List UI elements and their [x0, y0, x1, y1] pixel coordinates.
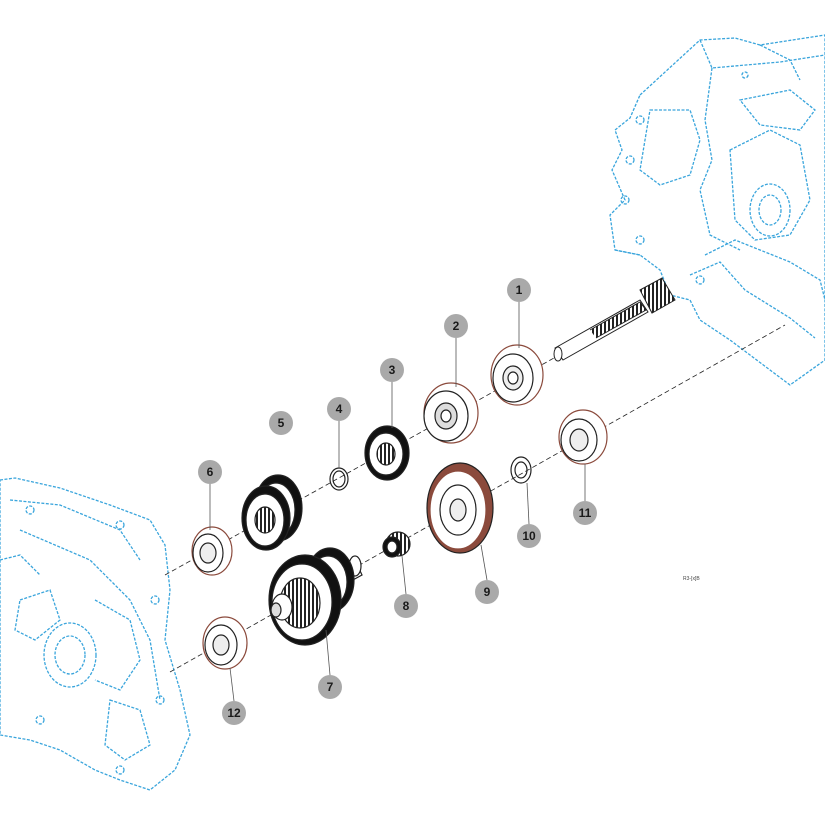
callout-1: 1 — [507, 278, 531, 302]
input-shaft — [553, 277, 676, 362]
callout-7: 7 — [318, 675, 342, 699]
svg-text:1: 1 — [516, 283, 523, 297]
svg-text:7: 7 — [327, 680, 334, 694]
svg-text:11: 11 — [579, 506, 592, 520]
callout-9: 9 — [475, 580, 499, 604]
callout-5: 5 — [269, 411, 293, 435]
part-12-bearing — [202, 616, 248, 670]
part-7-shaft-gear-cluster — [268, 547, 363, 646]
svg-text:4: 4 — [336, 402, 343, 416]
svg-text:9: 9 — [484, 585, 491, 599]
svg-text:8: 8 — [403, 599, 410, 613]
leader-lines — [209, 302, 586, 702]
callout-2: 2 — [444, 314, 468, 338]
part-5-double-gear — [241, 474, 303, 551]
svg-text:12: 12 — [227, 706, 241, 720]
callout-4: 4 — [327, 397, 351, 421]
lower-left-housing — [0, 477, 191, 791]
callout-10: 10 — [517, 524, 541, 548]
callouts: 1 2 3 4 5 6 7 8 — [198, 278, 597, 725]
part-4-snap-ring — [329, 467, 349, 491]
callout-6: 6 — [198, 460, 222, 484]
part-3-small-gear — [364, 425, 410, 481]
part-8-needle-bearing — [382, 531, 411, 558]
svg-text:5: 5 — [278, 416, 285, 430]
svg-text:6: 6 — [207, 465, 214, 479]
part-6-bearing — [191, 526, 233, 576]
part-11-bearing — [558, 409, 608, 465]
callout-11: 11 — [573, 501, 597, 525]
reference-code: R3-[x]B — [683, 576, 700, 582]
callout-3: 3 — [380, 358, 404, 382]
upper-right-housing — [609, 34, 825, 386]
part-9-large-gear — [426, 462, 494, 554]
part-1-bearing — [490, 344, 544, 406]
part-10-washer — [510, 456, 532, 484]
callout-12: 12 — [222, 701, 246, 725]
svg-text:10: 10 — [522, 529, 536, 543]
svg-text:2: 2 — [453, 319, 460, 333]
svg-text:3: 3 — [389, 363, 396, 377]
part-2-gear-hub — [423, 382, 479, 444]
callout-8: 8 — [394, 594, 418, 618]
